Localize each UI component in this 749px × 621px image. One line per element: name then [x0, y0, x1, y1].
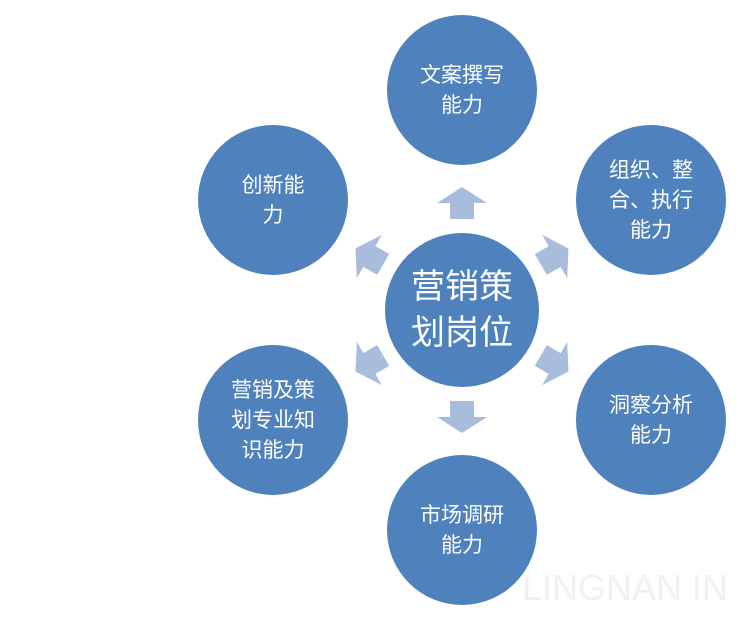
- node-knowledge-label-line: 识能力: [242, 438, 305, 462]
- arrow-icon: [534, 234, 569, 279]
- node-organize-label-line: 组织、整: [609, 158, 693, 182]
- arrow-to-innovation: [355, 234, 390, 279]
- arrow-to-research: [437, 401, 487, 433]
- center-circle-label-line: 划岗位: [411, 313, 513, 353]
- node-innovation-label-line: 创新能: [242, 173, 305, 197]
- node-innovation: [198, 125, 348, 275]
- node-copywriting: [387, 15, 537, 165]
- center-circle: [385, 233, 539, 387]
- node-copywriting-label-line: 能力: [441, 93, 483, 117]
- arrow-icon: [437, 401, 487, 433]
- arrow-to-knowledge: [355, 341, 390, 386]
- node-organize-label-line: 合、执行: [609, 188, 693, 212]
- node-research: [387, 455, 537, 605]
- node-research-label-line: 能力: [441, 533, 483, 557]
- arrow-icon: [355, 341, 390, 386]
- node-organize-label-line: 能力: [630, 218, 672, 242]
- node-knowledge-label-line: 营销及策: [231, 378, 315, 402]
- node-research-label-line: 市场调研: [420, 503, 504, 527]
- arrow-icon: [437, 187, 487, 219]
- node-insight-label-line: 能力: [630, 423, 672, 447]
- node-knowledge: [198, 345, 348, 495]
- node-knowledge-label-line: 划专业知: [231, 408, 315, 432]
- node-copywriting-label-line: 文案撰写: [420, 63, 504, 87]
- center-circle-label-line: 营销策: [411, 267, 513, 307]
- arrow-to-insight: [534, 341, 569, 386]
- node-innovation-label-line: 力: [263, 203, 284, 227]
- arrow-icon: [355, 234, 390, 279]
- arrow-to-organize: [534, 234, 569, 279]
- node-insight: [576, 345, 726, 495]
- node-insight-label-line: 洞察分析: [609, 393, 693, 417]
- arrow-to-copywriting: [437, 187, 487, 219]
- watermark: LINGNAN IN: [522, 567, 729, 608]
- node-organize: [576, 125, 726, 275]
- arrow-icon: [534, 341, 569, 386]
